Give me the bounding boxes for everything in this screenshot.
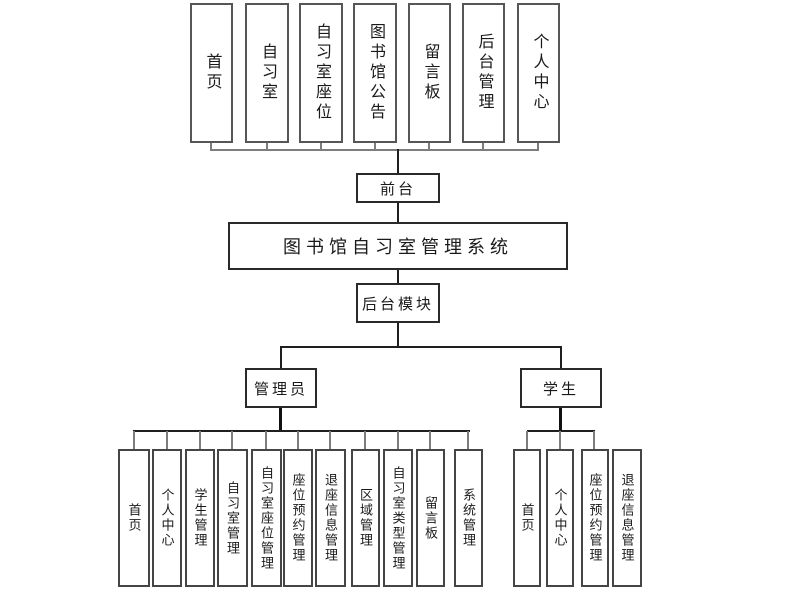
diagram-title: 图书馆自习室管理系统 bbox=[283, 237, 513, 257]
node-label: 后台管理 bbox=[475, 33, 493, 113]
connector-line bbox=[329, 431, 331, 449]
node-label: 首页 bbox=[203, 53, 221, 93]
connector-line bbox=[266, 143, 268, 151]
node-label: 自习室座位 bbox=[313, 23, 330, 123]
connector-line bbox=[482, 143, 484, 151]
node-label: 首页 bbox=[126, 503, 142, 533]
connector-line bbox=[374, 143, 376, 151]
node-front-personal-center: 个人中心 bbox=[517, 3, 560, 143]
node-admin-system-mgmt: 系统管理 bbox=[454, 449, 483, 587]
node-frontend: 前台 bbox=[356, 173, 440, 203]
node-admin-seat-return-info-mgmt: 退座信息管理 bbox=[315, 449, 346, 587]
node-admin-area-mgmt: 区域管理 bbox=[351, 449, 380, 587]
node-front-home: 首页 bbox=[190, 3, 233, 143]
node-label: 个人中心 bbox=[159, 488, 175, 548]
connector-line bbox=[397, 431, 399, 449]
connector-line bbox=[210, 149, 539, 151]
node-label: 系统管理 bbox=[461, 488, 476, 548]
node-admin-seat-reservation-mgmt: 座位预约管理 bbox=[283, 449, 313, 587]
connector-line bbox=[133, 430, 470, 432]
node-label: 座位预约管理 bbox=[290, 473, 306, 563]
connector-line bbox=[279, 408, 282, 431]
node-label: 区域管理 bbox=[358, 488, 373, 548]
connector-line bbox=[593, 431, 595, 449]
connector-line bbox=[467, 431, 469, 449]
node-label: 留言板 bbox=[421, 43, 439, 103]
node-student-home: 首页 bbox=[513, 449, 541, 587]
connector-line bbox=[429, 431, 431, 449]
connector-line bbox=[560, 346, 562, 368]
connector-line bbox=[527, 430, 595, 432]
node-label: 图书馆公告 bbox=[367, 23, 384, 123]
node-label: 自习室 bbox=[259, 43, 276, 103]
node-label: 退座信息管理 bbox=[619, 473, 635, 563]
connector-line bbox=[397, 203, 399, 222]
node-student-personal-center: 个人中心 bbox=[546, 449, 574, 587]
connector-line bbox=[397, 149, 399, 173]
connector-line bbox=[199, 431, 201, 449]
node-front-backstage-mgmt: 后台管理 bbox=[462, 3, 505, 143]
connector-line bbox=[526, 431, 528, 449]
connector-line bbox=[537, 143, 539, 151]
node-label: 个人中心 bbox=[552, 488, 568, 548]
connector-line bbox=[280, 346, 562, 348]
node-admin-role: 管理员 bbox=[245, 368, 317, 408]
node-front-message-board: 留言板 bbox=[408, 3, 451, 143]
connector-line bbox=[166, 431, 168, 449]
node-label: 座位预约管理 bbox=[587, 473, 603, 563]
node-label: 自习室座位管理 bbox=[259, 465, 274, 571]
connector-line bbox=[397, 270, 399, 283]
node-student-seat-reservation-mgmt: 座位预约管理 bbox=[581, 449, 609, 587]
node-label: 首页 bbox=[519, 503, 535, 533]
node-admin-room-seat-mgmt: 自习室座位管理 bbox=[251, 449, 282, 587]
node-front-library-notice: 图书馆公告 bbox=[353, 3, 397, 143]
node-label: 自习室类型管理 bbox=[390, 465, 406, 571]
node-label: 学生管理 bbox=[192, 488, 208, 548]
node-label: 后台模块 bbox=[361, 296, 434, 313]
node-label: 自习室管理 bbox=[225, 480, 240, 556]
connector-line bbox=[320, 143, 322, 151]
node-backend-module: 后台模块 bbox=[356, 283, 440, 323]
connector-line bbox=[559, 431, 561, 449]
node-admin-personal-center: 个人中心 bbox=[152, 449, 182, 587]
node-label: 留言板 bbox=[423, 495, 438, 541]
connector-line bbox=[265, 431, 267, 449]
connector-line bbox=[364, 431, 366, 449]
node-admin-message-board: 留言板 bbox=[416, 449, 445, 587]
node-label: 管理员 bbox=[253, 381, 308, 398]
connector-line bbox=[231, 431, 233, 449]
node-admin-student-mgmt: 学生管理 bbox=[185, 449, 215, 587]
node-front-study-room: 自习室 bbox=[245, 3, 289, 143]
node-label: 个人中心 bbox=[530, 33, 548, 113]
node-front-study-room-seat: 自习室座位 bbox=[299, 3, 343, 143]
node-student-role: 学生 bbox=[520, 368, 602, 408]
node-admin-home: 首页 bbox=[118, 449, 150, 587]
connector-line bbox=[133, 431, 135, 449]
connector-line bbox=[397, 323, 399, 348]
node-admin-study-room-mgmt: 自习室管理 bbox=[217, 449, 248, 587]
node-label: 前台 bbox=[379, 181, 416, 198]
connector-line bbox=[280, 346, 282, 368]
connector-line bbox=[297, 431, 299, 449]
node-system-root: 图书馆自习室管理系统 bbox=[228, 222, 568, 270]
connector-line bbox=[210, 143, 212, 151]
node-label: 学生 bbox=[542, 381, 579, 398]
node-label: 退座信息管理 bbox=[323, 473, 338, 563]
node-student-seat-return-info-mgmt: 退座信息管理 bbox=[612, 449, 642, 587]
connector-line bbox=[559, 408, 562, 431]
connector-line bbox=[428, 143, 430, 151]
node-admin-room-type-mgmt: 自习室类型管理 bbox=[383, 449, 413, 587]
